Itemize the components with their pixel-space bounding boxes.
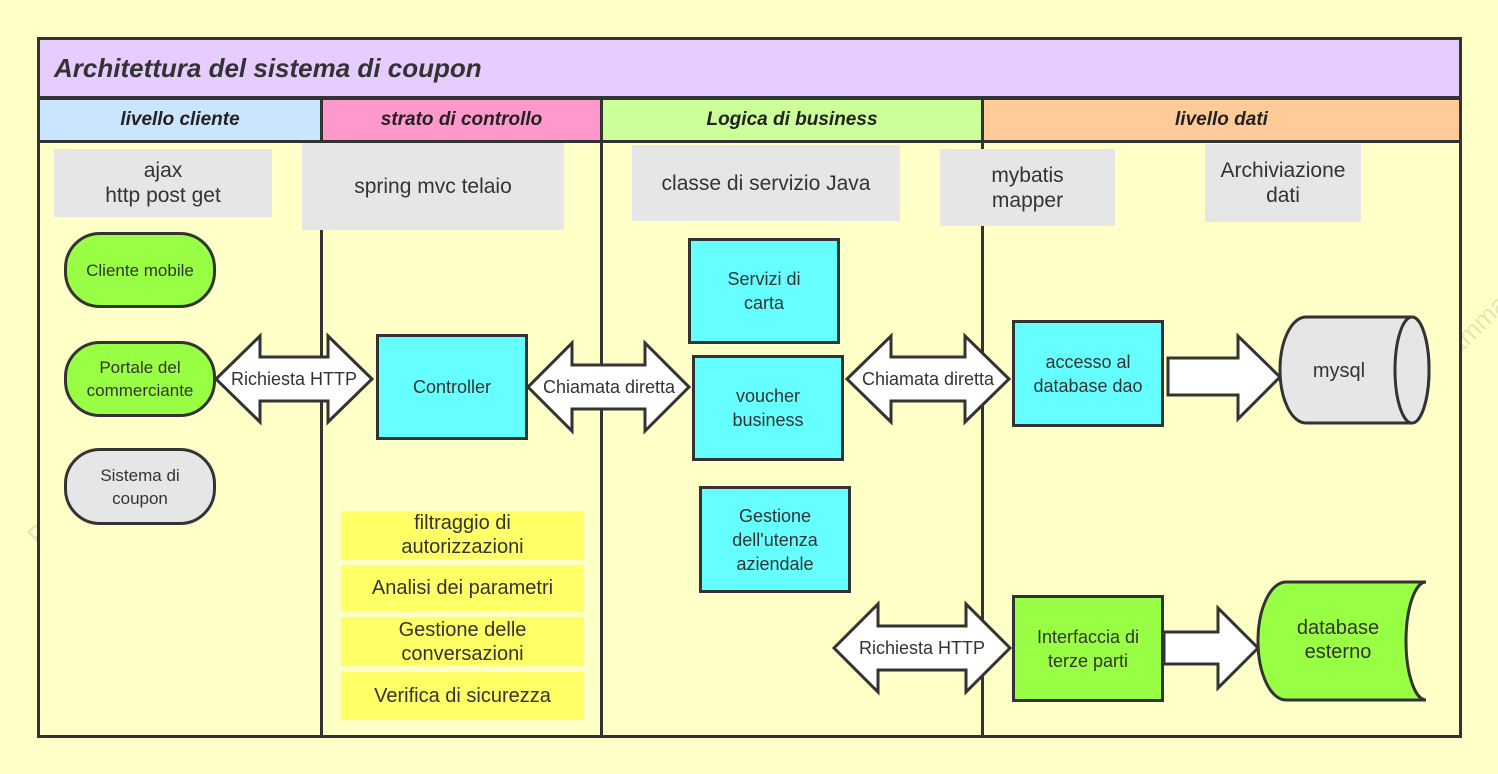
lane-divider-2: [600, 97, 603, 738]
label-http-request-1: Richiesta HTTP: [230, 368, 358, 389]
mysql-label: mysql: [1312, 359, 1366, 382]
diagram-title: Architettura del sistema di coupon: [37, 37, 1462, 99]
client-coupon-system: Sistema di coupon: [64, 448, 216, 525]
feature-parameter-analysis: Analisi dei parametri: [341, 565, 584, 611]
double-arrow-http-1: [213, 332, 375, 426]
label-direct-call-1: Chiamata diretta: [542, 376, 676, 397]
lane-divider-3: [981, 97, 984, 738]
double-arrow-http-2: [831, 600, 1013, 696]
lane-divider-1: [320, 97, 323, 738]
note-java-service: classe di servizio Java: [632, 145, 900, 221]
feature-session-management: Gestione delle conversazioni: [341, 617, 584, 666]
user-management-box: Gestione dell'utenza aziendale: [699, 486, 851, 593]
client-mobile: Cliente mobile: [64, 232, 216, 308]
note-mybatis: mybatis mapper: [940, 149, 1115, 226]
double-arrow-direct-2: [844, 332, 1012, 426]
controller-box: Controller: [376, 334, 528, 440]
arrow-dao-to-mysql: [1166, 332, 1283, 423]
lane-header-business: Logica di business: [600, 97, 984, 143]
dao-access-box: accesso al database dao: [1012, 320, 1164, 427]
double-arrow-direct-1: [525, 339, 692, 435]
lane-header-data: livello dati: [981, 97, 1462, 143]
note-ajax: ajax http post get: [54, 149, 272, 217]
client-merchant-portal: Portale del commerciante: [64, 341, 216, 417]
note-spring-mvc: spring mvc telaio: [302, 143, 564, 230]
label-http-request-2: Richiesta HTTP: [858, 637, 986, 658]
external-db-label: database esterno: [1296, 617, 1380, 663]
arrow-thirdparty-to-externaldb: [1162, 604, 1261, 692]
lane-header-client: livello cliente: [37, 97, 323, 143]
label-direct-call-2: Chiamata diretta: [861, 368, 995, 389]
external-database-icon: [1256, 580, 1427, 702]
voucher-business-box: voucher business: [692, 355, 844, 461]
third-party-interface-box: Interfaccia di terze parti: [1012, 595, 1164, 702]
feature-authorization-filter: filtraggio di autorizzazioni: [341, 511, 584, 559]
feature-security-check: Verifica di sicurezza: [341, 672, 584, 720]
mysql-cylinder-icon: [1278, 315, 1431, 425]
card-services-box: Servizi di carta: [688, 238, 840, 344]
note-archiviazione: Archiviazione dati: [1205, 144, 1361, 222]
